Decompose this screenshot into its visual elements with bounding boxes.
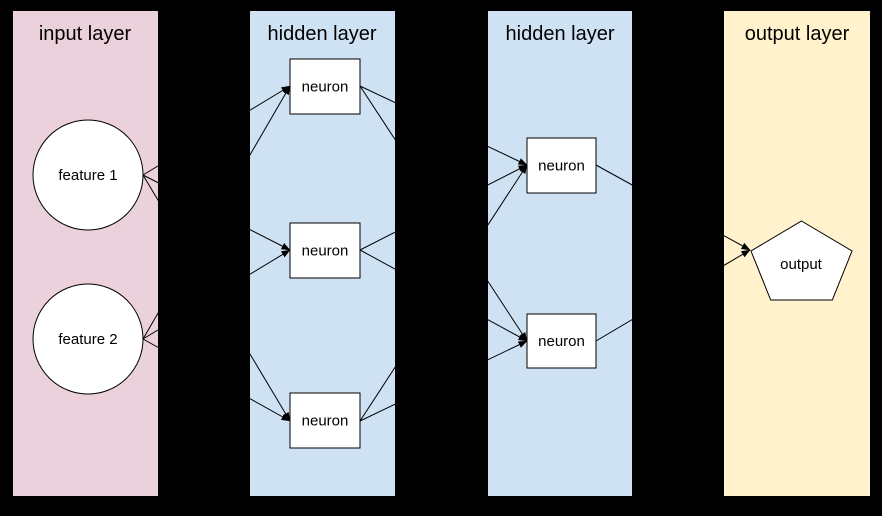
node-label-feature-2: feature 2 [58,331,117,348]
layer-panel-hidden2 [488,11,632,496]
node-label-hidden1-neuron-1: neuron [302,79,349,96]
node-label-feature-1: feature 1 [58,167,117,184]
node-hidden1-neuron-2 [289,222,361,279]
layer-panel-input [13,11,158,496]
node-output-node [750,220,853,301]
layer-title-input: input layer [39,23,132,45]
node-feature-1 [32,119,144,231]
node-label-hidden2-neuron-1: neuron [538,158,585,175]
node-feature-2 [32,283,144,395]
layer-title-hidden2: hidden layer [506,23,615,45]
layer-title-hidden1: hidden layer [268,23,377,45]
node-hidden2-neuron-2 [526,313,597,369]
node-label-hidden1-neuron-3: neuron [302,413,349,430]
node-hidden1-neuron-3 [289,392,361,449]
node-label-hidden2-neuron-2: neuron [538,333,585,350]
node-hidden2-neuron-1 [526,137,597,194]
node-label-output-node: output [780,256,823,273]
node-hidden1-neuron-1 [289,58,361,115]
node-label-hidden1-neuron-2: neuron [302,243,349,260]
layer-title-output: output layer [745,23,850,45]
